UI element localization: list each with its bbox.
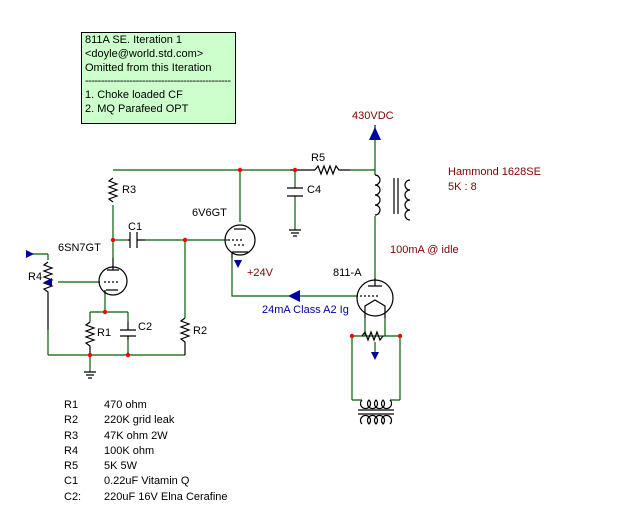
note-item-2: 2. MQ Parafeed OPT (85, 102, 189, 115)
c4-label: C4 (307, 184, 321, 196)
arrows (26, 125, 381, 360)
legend-value: 47K ohm 2W (104, 429, 168, 442)
legend-row: R1 470 ohm (64, 398, 228, 413)
tube-6sn7-label: 6SN7GT (58, 242, 101, 254)
input-arrow-icon (26, 250, 34, 258)
grounds (84, 229, 301, 379)
labels: 430VDC Hammond 1628SE 5K : 8 100mA @ idl… (28, 110, 541, 339)
pot-wiper-arrow-icon (44, 278, 52, 286)
grid-current-arrow-icon (288, 290, 300, 302)
legend-row: C2: 220uF 16V Elna Cerafine (64, 490, 228, 505)
bias-supply-label: +24V (247, 267, 274, 279)
note-title: 811A SE. Iteration 1 (85, 34, 183, 46)
transformer-name-label: Hammond 1628SE (448, 166, 541, 178)
legend-value: 470 ohm (104, 399, 147, 411)
note-omitted: Omitted from this Iteration (85, 61, 212, 74)
transformers (358, 174, 411, 425)
legend-ref: C1 (64, 475, 79, 488)
legend-row: R4 100K ohm (64, 444, 228, 459)
legend-ref: R3 (64, 429, 79, 442)
nodes (87, 167, 403, 358)
legend-value: 220uF 16V Elna Cerafine (104, 490, 228, 503)
note-separator: ----------------------------------------… (85, 75, 231, 88)
legend-ref: R4 (64, 444, 79, 457)
tube-811-label: 811-A (333, 267, 362, 279)
transformer-ratio-label: 5K : 8 (448, 181, 477, 193)
legend-row: R5 5K 5W (64, 459, 228, 474)
c2-label: C2 (138, 321, 152, 333)
resistors (42, 164, 384, 355)
wiper-arrow-icon (371, 352, 379, 360)
r2-label: R2 (193, 325, 207, 337)
r5-label: R5 (311, 152, 325, 164)
r3-label: R3 (122, 184, 136, 196)
legend-ref: R5 (64, 460, 79, 473)
legend-row: R2 220K grid leak (64, 413, 228, 428)
note-item-1: 1. Choke loaded CF (85, 89, 183, 102)
idle-current-label: 100mA @ idle (390, 244, 459, 256)
iteration-note: 811A SE. Iteration 1 <doyle@world.std.co… (81, 32, 236, 124)
tubes (98, 224, 394, 318)
legend-ref: C2: (64, 490, 82, 503)
legend-value: 0.22uF Vitamin Q (104, 475, 190, 488)
tube-6v6-label: 6V6GT (192, 207, 227, 219)
legend-value: 100K ohm (104, 444, 155, 457)
r1-label: R1 (97, 327, 111, 339)
legend-row: C1 0.22uF Vitamin Q (64, 474, 228, 489)
capacitors (120, 187, 303, 340)
supply-label: 430VDC (352, 110, 394, 122)
bias-arrow-icon (234, 260, 242, 268)
note-email: <doyle@world.std.com> (85, 47, 204, 60)
grid-current-label: 24mA Class A2 Ig (262, 304, 349, 316)
legend-value: 220K grid leak (104, 414, 175, 427)
legend-ref: R1 (64, 399, 79, 411)
legend-ref: R2 (64, 414, 79, 427)
legend-row: R3 47K ohm 2W (64, 429, 228, 444)
r4-label: R4 (28, 271, 42, 283)
legend-value: 5K 5W (104, 460, 138, 473)
c1-label: C1 (128, 221, 142, 233)
